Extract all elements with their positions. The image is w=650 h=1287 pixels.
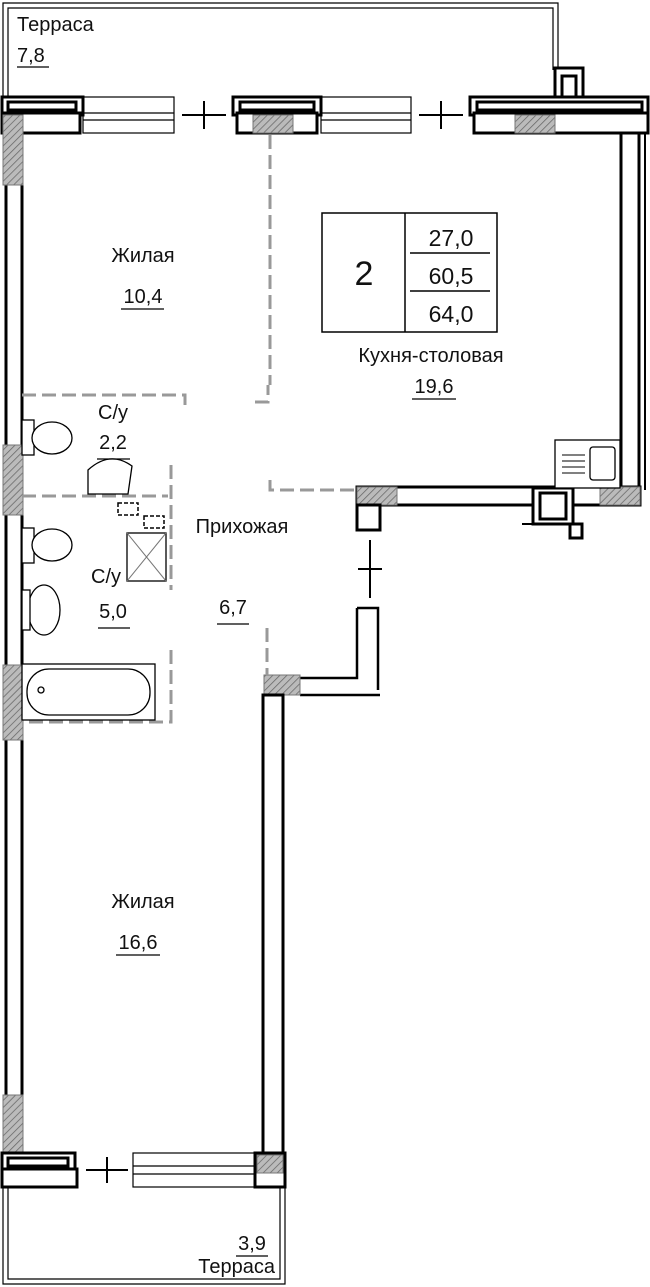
top-wall-windows <box>0 95 650 135</box>
bidet-icon <box>21 584 61 636</box>
living-1-area: 10,4 <box>124 286 163 308</box>
bottom-wall-windows <box>0 1151 287 1189</box>
terrace-bottom-outline <box>2 1187 286 1285</box>
terrace-top-area: 7,8 <box>17 45 45 67</box>
window-cross <box>86 1157 128 1183</box>
terrace-top-outline <box>2 2 559 98</box>
living-1-name: Жилая <box>111 245 174 267</box>
terrace-bottom-name: Терраса <box>198 1256 276 1278</box>
toilet-icon <box>21 419 73 456</box>
entrance-door <box>263 540 382 697</box>
terrace-top-name: Терраса <box>17 14 95 36</box>
kitchen-wall <box>355 485 642 540</box>
living-2-area: 16,6 <box>119 932 158 954</box>
living-area: 27,0 <box>429 225 474 251</box>
sink-icon <box>554 439 621 489</box>
right-wall <box>619 131 646 490</box>
bathroom-1-name: С/у <box>98 402 128 424</box>
hallway-name: Прихожая <box>196 516 289 538</box>
kitchen-name: Кухня-столовая <box>358 345 503 367</box>
toilet-icon <box>21 527 73 564</box>
total-area-no-terrace: 60,5 <box>429 263 474 289</box>
total-area: 64,0 <box>429 301 474 327</box>
bathroom-2-name: С/у <box>91 566 121 588</box>
apartment-info-box: 2 27,0 60,5 64,0 <box>321 212 498 333</box>
washbasin-icon <box>87 458 133 495</box>
kitchen-area: 19,6 <box>415 376 454 398</box>
bathtub-icon <box>21 663 156 721</box>
inner-wall <box>261 693 285 1157</box>
window-cross <box>419 101 463 129</box>
rooms-count: 2 <box>355 255 374 293</box>
shower-icon <box>126 532 167 582</box>
terrace-bottom-area: 3,9 <box>238 1233 266 1255</box>
left-wall <box>2 114 24 1156</box>
living-2-name: Жилая <box>111 891 174 913</box>
bathroom-1-area: 2,2 <box>99 432 127 454</box>
ventilation-icon <box>117 502 165 529</box>
window-cross <box>182 101 226 129</box>
partitions <box>22 135 357 724</box>
bathroom-2-area: 5,0 <box>99 601 127 623</box>
hallway-area: 6,7 <box>219 597 247 619</box>
chimney <box>553 66 585 100</box>
